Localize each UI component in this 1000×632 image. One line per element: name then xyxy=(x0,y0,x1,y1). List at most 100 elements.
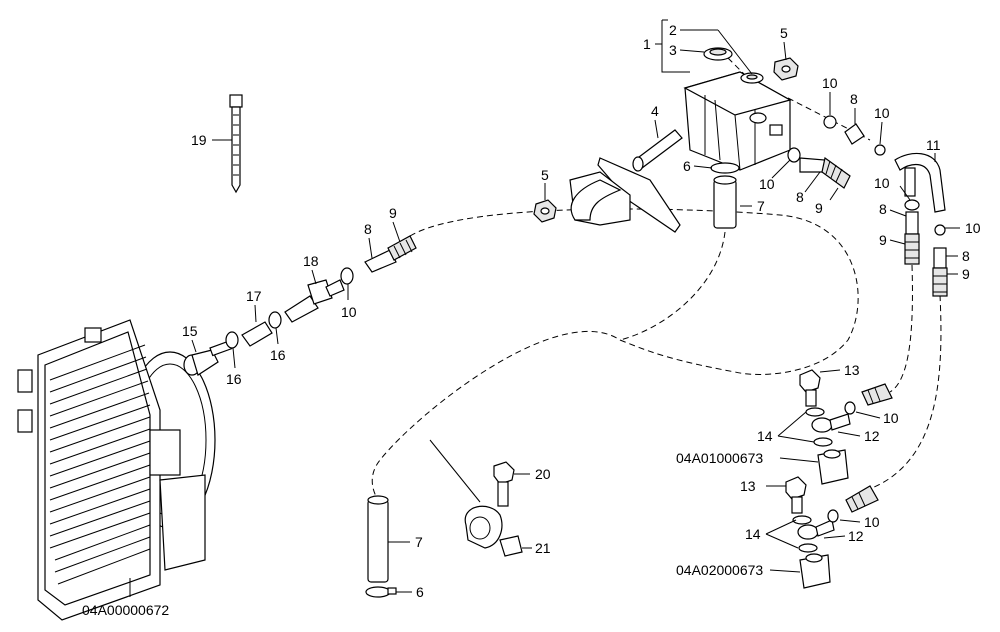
callout-5-right: 5 xyxy=(780,25,788,41)
part-2-gasket xyxy=(740,72,764,84)
part-code-tee-lower: 04A02000673 xyxy=(676,562,763,578)
leader-hose-to-clip xyxy=(429,439,481,503)
callout-8-right-b: 8 xyxy=(962,248,970,264)
callout-10-lower-b: 10 xyxy=(864,514,880,530)
part-13-bolt-upper xyxy=(799,369,821,407)
part-21-pipe-clip xyxy=(464,505,523,557)
part-4-stud xyxy=(632,129,683,172)
part-10-clamp-right-b xyxy=(934,224,946,236)
leader-lines xyxy=(191,19,960,593)
radiator-inlet xyxy=(84,327,102,343)
part-8-9-hose-tank xyxy=(799,156,851,189)
part-8-9-hose-right-a xyxy=(904,211,920,265)
callout-16-a: 16 xyxy=(226,371,242,387)
callout-11: 11 xyxy=(926,137,941,153)
callout-labels: 1 2 3 5 4 5 6 7 10 8 9 10 8 10 11 10 8 9… xyxy=(82,22,981,618)
callout-15: 15 xyxy=(182,323,198,339)
callout-19: 19 xyxy=(191,132,207,148)
callout-13-lower: 13 xyxy=(740,478,756,494)
part-19-cable-tie xyxy=(229,94,243,194)
part-10-clamp-left xyxy=(340,267,354,285)
part-10-clamp-lower-a xyxy=(844,401,856,415)
part-6-clamp-upper xyxy=(710,162,740,174)
part-7-hose-upper xyxy=(713,175,737,229)
radiator-bracket xyxy=(159,474,206,571)
hose-route-right-2 xyxy=(871,294,942,489)
radiator-tab xyxy=(17,369,33,393)
hose-route-right-1 xyxy=(889,264,913,393)
callout-21: 21 xyxy=(535,540,551,556)
callout-10-lower-a: 10 xyxy=(883,410,899,426)
part-14-washer-upper-b xyxy=(813,437,833,447)
part-13-bolt-lower xyxy=(785,476,807,514)
part-3-cap xyxy=(703,47,733,61)
part-5-nut-left xyxy=(533,199,557,223)
callout-12-lower: 12 xyxy=(848,528,864,544)
part-12-banjo-upper xyxy=(811,413,851,433)
part-10-clamp-upper xyxy=(823,115,837,129)
part-11-elbow xyxy=(894,152,946,213)
part-14-washer-lower-a xyxy=(792,515,812,525)
callout-2: 2 xyxy=(669,22,677,38)
callout-9-tank: 9 xyxy=(815,200,823,216)
callout-1: 1 xyxy=(643,36,651,52)
part-10-clamp-lower-b xyxy=(827,509,839,523)
part-code-tee-upper: 04A01000673 xyxy=(676,450,763,466)
callout-18: 18 xyxy=(303,253,319,269)
callout-10-left: 10 xyxy=(341,304,357,320)
part-5-nut-right xyxy=(773,57,799,81)
callout-10-right-a: 10 xyxy=(874,175,890,191)
part-10-clamp-tank xyxy=(787,147,801,163)
callout-17: 17 xyxy=(246,288,262,304)
radiator-assembly xyxy=(17,319,216,621)
tee-lower xyxy=(799,553,831,589)
callout-10-right-b: 10 xyxy=(965,220,981,236)
part-16-clamp-b xyxy=(268,311,282,329)
part-14-washer-lower-b xyxy=(798,543,818,553)
callout-20: 20 xyxy=(535,466,551,482)
tee-upper xyxy=(817,449,849,485)
callout-10-top: 10 xyxy=(874,105,890,121)
part-12-banjo-lower xyxy=(797,519,835,540)
expansion-tank xyxy=(683,71,792,171)
callout-9-left: 9 xyxy=(389,205,397,221)
callout-8-tank: 8 xyxy=(796,189,804,205)
part-8-9-hose-right-b xyxy=(932,247,948,297)
callout-8-right-a: 8 xyxy=(879,201,887,217)
hose-route-7 xyxy=(619,231,726,341)
callout-5-left: 5 xyxy=(541,167,549,183)
part-10-clamp-right-a xyxy=(904,199,920,211)
callout-10-upper: 10 xyxy=(822,75,838,91)
callout-4: 4 xyxy=(651,103,659,119)
callout-13-upper: 13 xyxy=(844,362,860,378)
callout-14-lower: 14 xyxy=(745,526,761,542)
part-8-9-hose-left xyxy=(364,235,417,273)
part-code-radiator: 04A00000672 xyxy=(82,602,169,618)
tank-vent-dash xyxy=(787,97,871,141)
part-8-hose-top xyxy=(844,123,865,145)
callout-7-lower: 7 xyxy=(415,534,423,550)
callout-14-upper: 14 xyxy=(757,428,773,444)
part-7-hose-lower xyxy=(367,495,389,583)
callout-8-top: 8 xyxy=(850,91,858,107)
tank-bracket xyxy=(569,157,681,233)
part-6-clamp-lower xyxy=(365,586,397,598)
hose-route-main xyxy=(371,208,859,501)
part-10-clamp-top xyxy=(874,144,886,156)
part-20-bolt xyxy=(493,461,515,507)
callout-3: 3 xyxy=(669,42,677,58)
callout-9-right-a: 9 xyxy=(879,232,887,248)
callout-10-tank: 10 xyxy=(759,176,775,192)
part-15-adapter xyxy=(183,340,233,376)
part-9-hose-lower-a xyxy=(861,383,893,406)
part-9-hose-lower-b xyxy=(845,485,879,513)
part-14-washer-upper-a xyxy=(805,407,825,417)
callout-9-right-b: 9 xyxy=(962,266,970,282)
callout-7-upper: 7 xyxy=(757,198,765,214)
callout-12-upper: 12 xyxy=(864,428,880,444)
fan-motor-box xyxy=(149,429,181,476)
radiator-fins xyxy=(49,344,151,585)
callout-16-b: 16 xyxy=(270,347,286,363)
